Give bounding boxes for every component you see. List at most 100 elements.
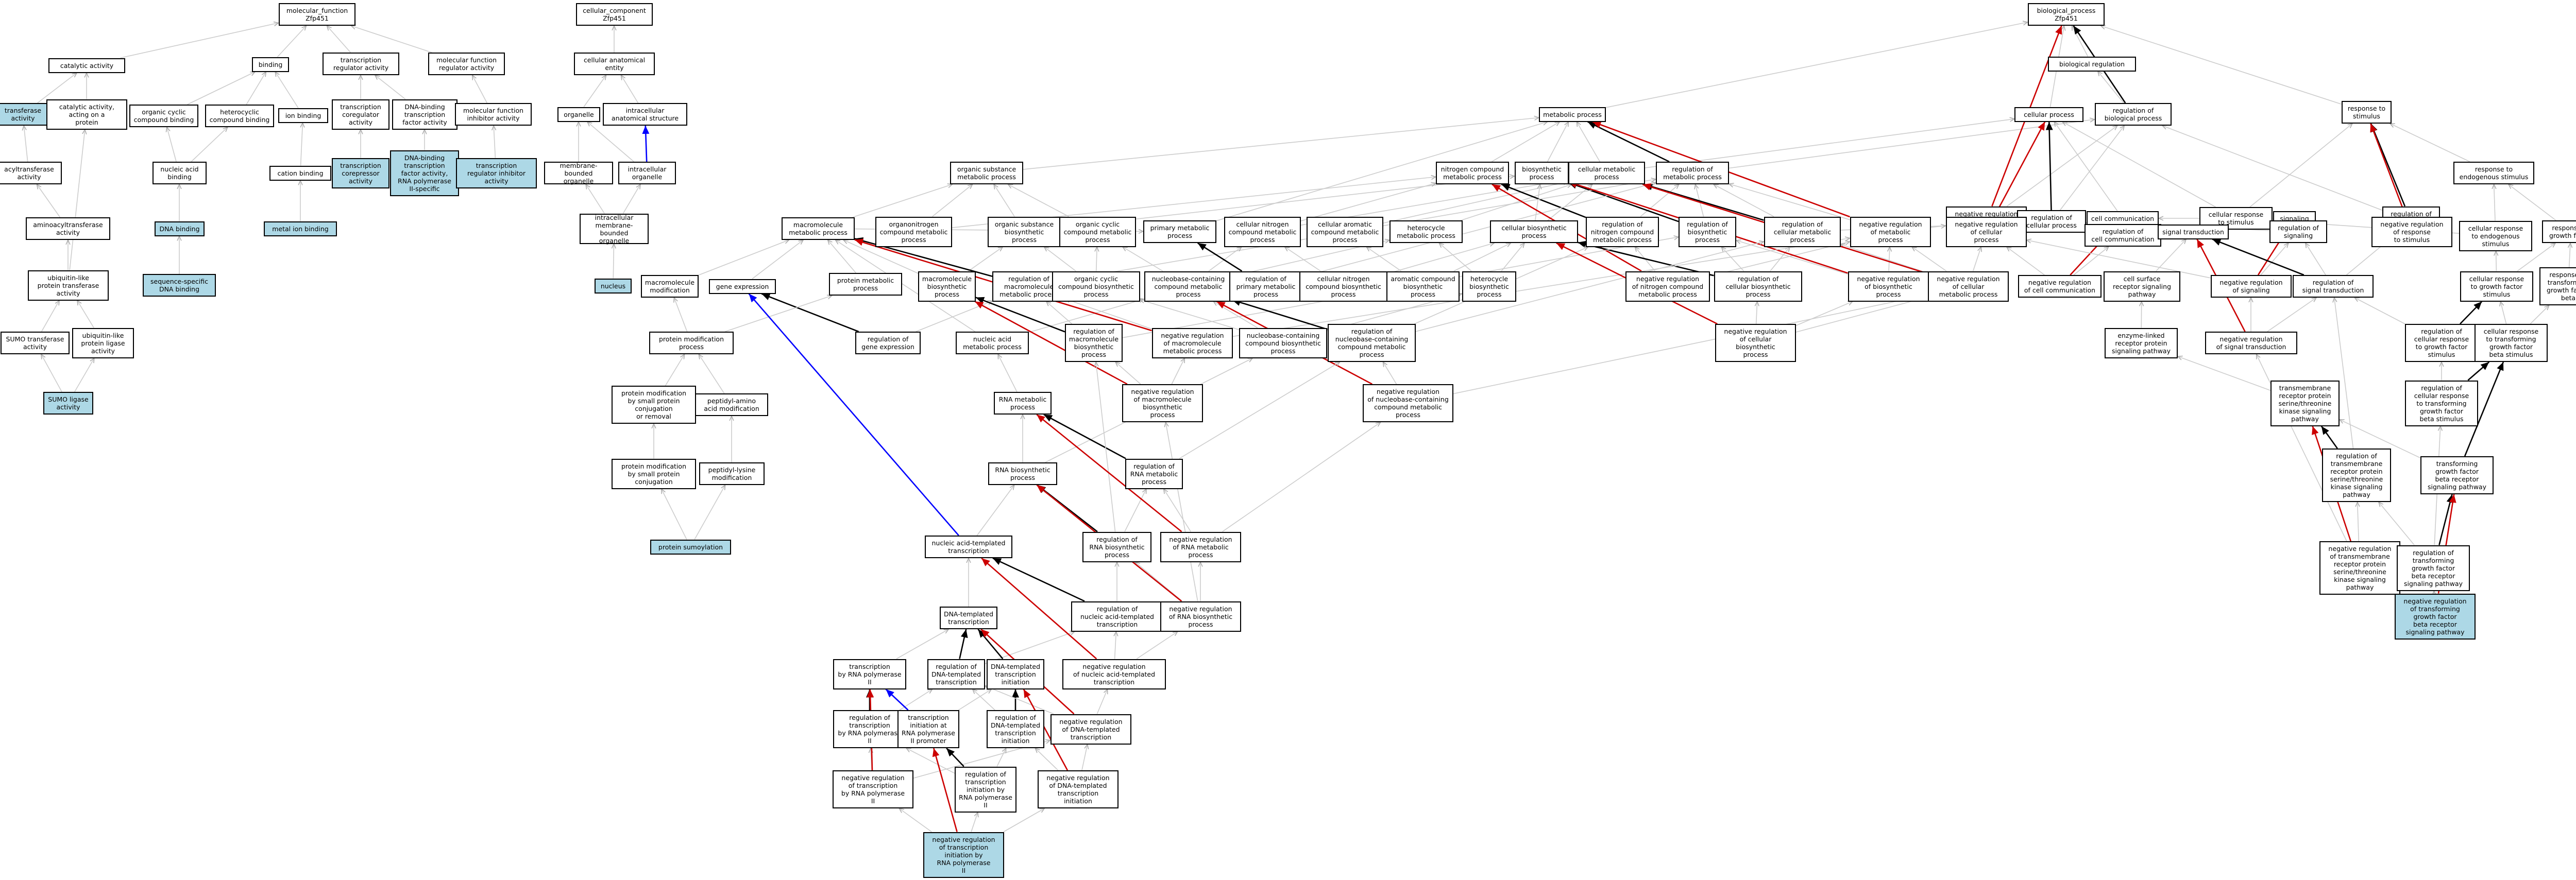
edge-is-a-cncbp-to-cbp xyxy=(1387,243,1495,274)
go-term-tcorep: transcription corepressor activity xyxy=(332,158,389,188)
edge-is-a-nrcmp-to-nrmp xyxy=(1912,247,1947,272)
go-term-crtes: cellular response to endogenous stimulus xyxy=(2459,221,2532,251)
edge-is-a-nrtibrnap2-to-rtibrnap2 xyxy=(971,813,978,832)
edge-is-a-rcp-to-regbp xyxy=(2060,126,2125,211)
edge-is-a-tmrpstk-to-elrpsp xyxy=(2178,356,2271,391)
edge-is-a-nbcbp-to-occbp xyxy=(1140,300,1239,330)
edge-is-a-nab-to-hcb xyxy=(191,127,228,162)
go-term-ias: intracellular anatomical structure xyxy=(603,103,687,126)
edge-negatively-regulates-nrtibrnap2-to-tiarnap2 xyxy=(932,748,958,832)
edge-is-a-imbo-to-mbo xyxy=(586,184,605,214)
edge-is-a-protsumo-to-pmsmpconj xyxy=(662,489,687,540)
edge-is-a-nrnatt-to-nrrnabp xyxy=(1136,632,1178,660)
edge-is-a-tra-to-mf xyxy=(327,26,351,53)
edge-is-a-nrrnamp-to-nrnbcmp xyxy=(1222,422,1381,532)
go-term-tbrnap2: transcription by RNA polymerase II xyxy=(833,659,906,689)
edge-is-a-cncmp-to-ncmp xyxy=(1300,183,1436,221)
go-term-crttgfbs: cellular response to transforming growth… xyxy=(2475,324,2548,362)
go-term-nrmmp: negative regulation of macromolecule met… xyxy=(1152,328,1233,358)
edge-is-a-nrbiosyn-to-nrmp xyxy=(1889,247,1890,271)
edge-is-a-protmod-to-macromod xyxy=(674,298,688,332)
go-term-nampa: nucleic acid metabolic process xyxy=(956,332,1029,354)
edge-positively-regulates-natt-to-geneexp xyxy=(748,293,959,536)
go-term-cc: cellular_component Zfp451 xyxy=(576,3,653,26)
go-term-protsumo: protein sumoylation xyxy=(650,540,731,555)
edge-is-a-crttgfbs-to-crgfs xyxy=(2501,302,2507,324)
edge-negatively-regulates-nrcp-to-cp xyxy=(1993,121,2046,217)
edge-is-a-mfia-to-mfra xyxy=(472,75,488,103)
go-term-catprot: catalytic activity, acting on a protein xyxy=(46,99,127,130)
go-term-rtgfbrsp: regulation of transforming growth factor… xyxy=(2397,545,2470,591)
edge-is-a-ocb-to-binding xyxy=(187,72,256,105)
go-term-onmp: organonitrogen compound metabolic proces… xyxy=(875,217,952,247)
go-term-nrmbp: negative regulation of macromolecule bio… xyxy=(1122,384,1203,422)
edge-is-a-acyl-to-transferase xyxy=(24,126,28,162)
go-term-biosyn: biosynthetic process xyxy=(1515,162,1569,184)
go-term-rtes: response to endogenous stimulus xyxy=(2453,162,2534,184)
go-term-nrrnabp: negative regulation of RNA biosynthetic … xyxy=(1160,601,1241,632)
edge-regulates-rrs-to-rts xyxy=(2370,123,2406,206)
edge-is-a-nrrnamp-to-rrnamp xyxy=(1164,489,1191,532)
edge-is-a-nrcc-to-nrcp xyxy=(2007,247,2045,275)
go-term-aminoacyl: aminoacyltransferase activity xyxy=(26,217,110,240)
go-term-regbp: regulation of biological process xyxy=(2095,103,2172,126)
go-term-nrrnamp: negative regulation of RNA metabolic pro… xyxy=(1160,532,1241,562)
go-term-organelle: organelle xyxy=(557,107,600,122)
edge-regulates-rdtt-to-dtt xyxy=(959,629,968,659)
go-term-macromod: macromolecule modification xyxy=(641,275,699,298)
edge-is-a-mfra-to-mf xyxy=(351,26,432,53)
edge-is-a-aminoacyl-to-acyl xyxy=(37,184,61,218)
go-term-sigtrans: signal transduction xyxy=(2158,225,2229,239)
edge-is-a-nrncmp-to-rncmp xyxy=(1635,247,1656,272)
edge-is-a-binding-to-mf xyxy=(277,26,307,58)
go-term-rtgf: response to growth factor xyxy=(2542,220,2576,243)
edge-is-a-ubl-to-catprot xyxy=(69,130,85,270)
edge-regulates-rst-to-sigtrans xyxy=(2212,238,2304,276)
go-term-nrcmp: negative regulation of cellular metaboli… xyxy=(1928,271,2009,302)
edge-is-a-crs-to-rts xyxy=(2249,124,2352,208)
go-term-catalytic: catalytic activity xyxy=(48,58,125,73)
edge-regulates-rtgfbrsp-to-tgfbrsp xyxy=(2438,494,2454,545)
edge-regulates-rtmrpstk-to-tmrpstk xyxy=(2320,425,2338,449)
edge-is-a-tiarnap2-to-dtti xyxy=(958,689,991,711)
edge-is-a-cmp-to-cp xyxy=(1645,119,2015,168)
edge-is-a-rge-to-rmmp xyxy=(916,301,992,332)
go-term-rsig: regulation of signaling xyxy=(2269,220,2327,243)
go-term-occbp: organic cyclic compound biosynthetic pro… xyxy=(1052,271,1140,302)
edge-is-a-rtibrnap2-to-rtbrnap2 xyxy=(906,748,955,774)
edge-is-a-protmod-to-protmp xyxy=(724,296,832,332)
edge-is-a-cellcomm-to-cp xyxy=(2054,122,2118,211)
go-term-bioreg: biological regulation xyxy=(2048,57,2136,72)
edge-is-a-nrcc-to-rcc xyxy=(2073,247,2109,275)
edge-is-a-rnamp-to-nampa xyxy=(998,354,1018,392)
edge-is-a-cbp-to-biosyn xyxy=(1535,184,1540,221)
edge-is-a-hbp-to-hcmp xyxy=(1439,243,1472,272)
go-term-rnbcmp: regulation of nucleobase-containing comp… xyxy=(1328,324,1416,362)
edge-is-a-nbcmp-to-ocmp xyxy=(1123,247,1163,272)
edge-negatively-regulates-nrrs-to-rts xyxy=(2370,123,2407,217)
edge-is-a-protmp-to-macromp xyxy=(828,240,856,273)
go-term-dbtfa2: DNA-binding transcription factor activit… xyxy=(390,150,459,196)
edge-is-a-rcbp-to-rcmp xyxy=(1770,247,1790,272)
go-term-ocmp: organic cyclic compound metabolic proces… xyxy=(1059,217,1136,247)
edge-regulates-rncmp-to-ncmp xyxy=(1501,183,1586,218)
go-term-osbp: organic substance biosynthetic process xyxy=(988,217,1061,247)
edge-is-a-nrdtti-to-nrdtt xyxy=(1081,745,1088,771)
edge-is-a-osbp-to-osmp xyxy=(994,184,1015,217)
go-term-rcmp: regulation of cellular metabolic process xyxy=(1764,217,1841,247)
edge-is-a-nrcmp-to-rcmp xyxy=(1841,245,1928,273)
go-term-rts: response to stimulus xyxy=(2342,101,2392,124)
go-term-rdtti: regulation of DNA-templated transcriptio… xyxy=(987,710,1044,748)
edge-is-a-nrmbp-to-nrmmp xyxy=(1171,358,1184,385)
go-term-rtibrnap2: regulation of transcription initiation b… xyxy=(955,767,1016,813)
edge-positively-regulates-io-to-ias xyxy=(642,125,650,162)
edge-is-a-crttgfbs-to-rttgfb xyxy=(2530,305,2549,324)
edge-is-a-rncmp-to-rmp xyxy=(1640,184,1679,217)
edge-is-a-ncmp-to-mp xyxy=(1491,122,1560,162)
edge-is-a-nrnbcmp-to-rnbcmp xyxy=(1383,362,1397,385)
go-term-rmp: regulation of metabolic process xyxy=(1656,162,1729,184)
go-term-acyl: acyltransferase activity xyxy=(0,162,62,184)
edge-regulates-rrnamp-to-rnamp xyxy=(1043,413,1126,459)
edge-is-a-regbp-to-bioreg xyxy=(2098,72,2124,103)
edge-is-a-rtbrnap2-to-rdtt xyxy=(899,689,933,711)
